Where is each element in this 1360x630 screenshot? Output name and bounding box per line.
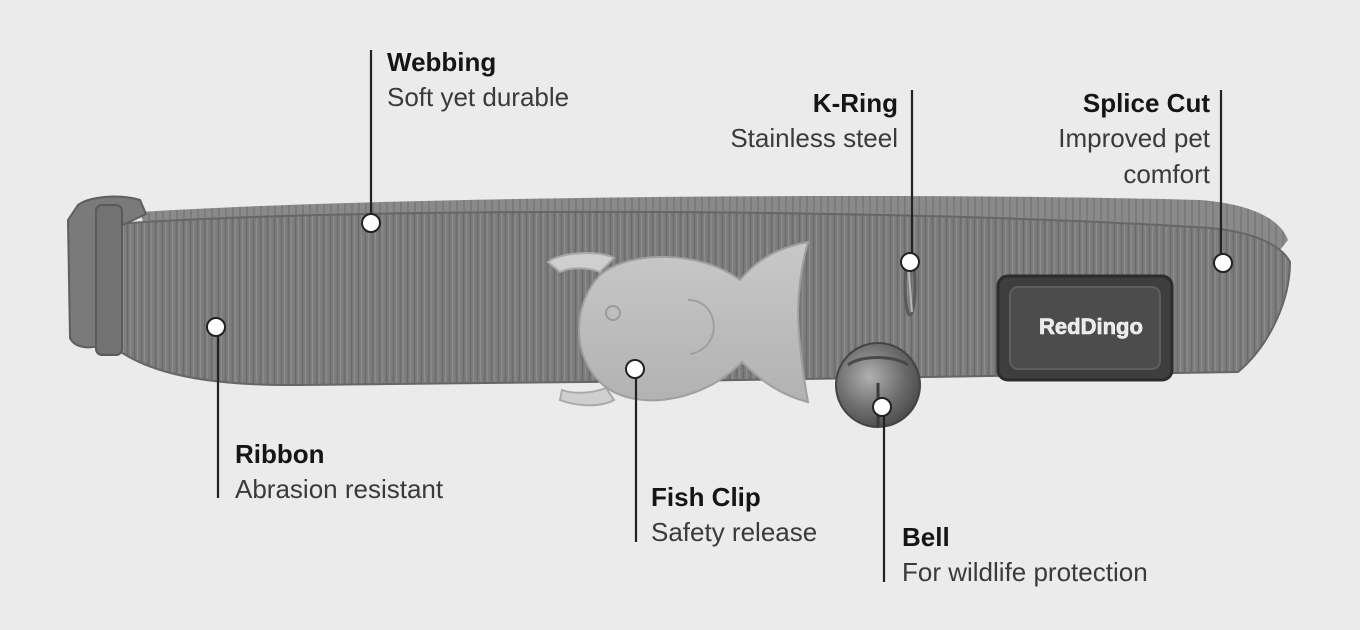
- bell-title: Bell: [902, 522, 950, 552]
- splice-desc: Improved pet comfort: [1058, 123, 1210, 189]
- fishclip-title: Fish Clip: [651, 482, 761, 512]
- brand-logo: RedDingo: [1039, 314, 1143, 339]
- bell: [835, 342, 921, 428]
- splice-title: Splice Cut: [1082, 88, 1210, 118]
- ribbon-point: [206, 317, 226, 337]
- fishclip-point: [625, 359, 645, 379]
- ribbon-desc: Abrasion resistant: [235, 474, 444, 504]
- ribbon-title: Ribbon: [235, 439, 325, 469]
- bell-point: [872, 397, 892, 417]
- kring-point: [900, 252, 920, 272]
- ribbon-callout: Ribbon Abrasion resistant: [235, 437, 443, 507]
- fishclip-callout: Fish Clip Safety release: [651, 480, 817, 550]
- brand-label: [996, 274, 1174, 382]
- webbing-title: Webbing: [387, 47, 497, 77]
- splice-callout: Splice Cut Improved pet comfort: [1000, 86, 1210, 192]
- kring-title: K-Ring: [812, 88, 898, 118]
- webbing-point: [361, 213, 381, 233]
- webbing-desc: Soft yet durable: [387, 82, 570, 112]
- splice-point: [1213, 253, 1233, 273]
- bell-desc: For wildlife protection: [902, 557, 1148, 587]
- kring-desc: Stainless steel: [730, 123, 898, 153]
- webbing-callout: Webbing Soft yet durable: [387, 45, 569, 115]
- fish-clip: [578, 240, 810, 404]
- bell-callout: Bell For wildlife protection: [902, 520, 1148, 590]
- fishclip-desc: Safety release: [651, 517, 818, 547]
- kring-callout: K-Ring Stainless steel: [690, 86, 898, 156]
- collar-end-keeper: [95, 204, 123, 356]
